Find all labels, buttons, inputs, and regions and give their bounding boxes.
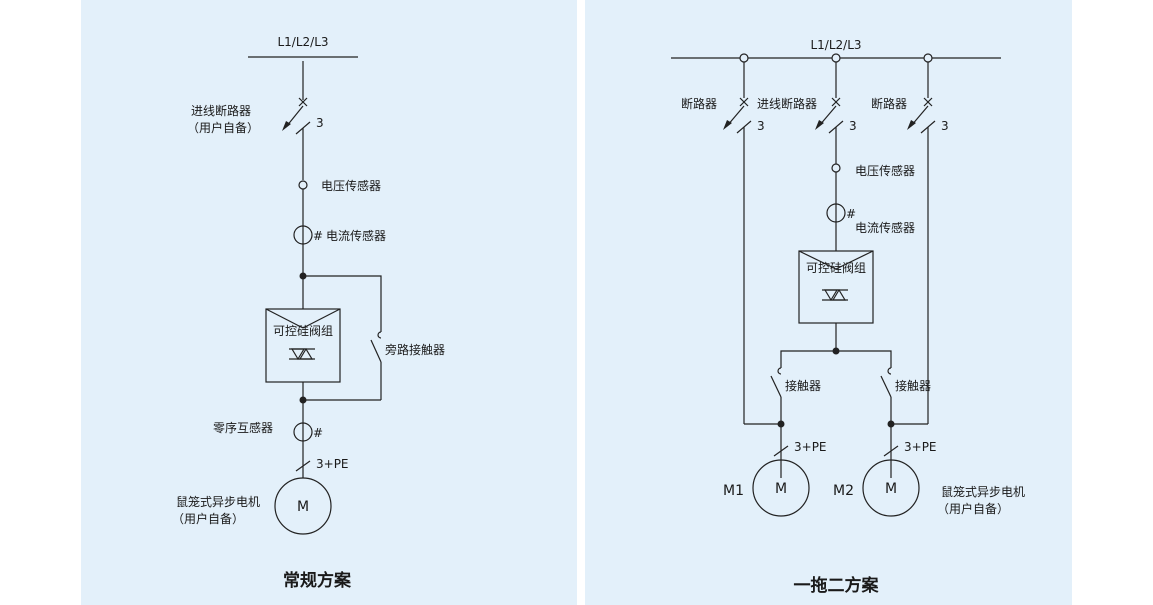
right-motor-m1-letter: M [775,481,787,497]
right-bus-tap-left [739,53,749,63]
left-motor-note: （用户自备） [172,511,244,526]
right-motor-note: （用户自备） [937,501,1009,516]
right-breaker-right-poles: 3 [941,119,949,133]
left-junction-top [299,272,307,280]
left-voltage-sensor-symbol [298,180,308,190]
left-breaker-note: （用户自备） [187,120,259,135]
right-contactor-right-symbol [880,367,892,478]
right-thyristor-symbol [821,289,849,301]
right-breaker-center-poles: 3 [849,119,857,133]
right-diagram: L1/L2/L3 3 断路器 3 进线断路器 [671,38,1025,596]
right-motor-m1-symbol [752,459,810,517]
conventional-scheme-panel [81,0,577,605]
right-motor-label: 鼠笼式异步电机 [941,484,1025,499]
right-bus-tap-right [923,53,933,63]
right-junction-right [887,420,895,428]
left-cable-label: 3+PE [316,457,349,471]
right-breaker-left-label: 断路器 [681,96,717,111]
right-breaker-center-label: 进线断路器 [757,96,817,111]
left-motor-letter: M [297,499,309,515]
left-bus-label: L1/L2/L3 [277,35,328,49]
left-motor-symbol [274,477,332,535]
left-thyristor-symbol [288,348,316,360]
right-motor-m2-letter: M [885,481,897,497]
right-bus-label: L1/L2/L3 [810,38,861,52]
left-current-sensor-hash: # [313,229,323,243]
right-current-sensor-hash: # [846,207,856,221]
left-junction-bottom [299,396,307,404]
right-breaker-right-symbol [907,97,936,424]
left-current-sensor-label: 电流传感器 [326,228,386,243]
left-voltage-sensor-label: 电压传感器 [321,178,381,193]
right-voltage-sensor-symbol [831,163,841,173]
right-contactor-left-label: 接触器 [785,378,821,393]
left-zero-seq-label: 零序互感器 [213,420,273,435]
right-title: 一拖二方案 [794,575,880,596]
right-voltage-sensor-label: 电压传感器 [855,163,915,178]
right-contactor-right-label: 接触器 [895,378,931,393]
left-bypass-wire-top [303,275,382,332]
right-bus-tap-center [831,53,841,63]
right-motor-m2-symbol [862,459,920,517]
left-breaker-poles: 3 [316,116,324,130]
right-breaker-center-symbol [815,97,844,164]
left-bypass-label: 旁路接触器 [385,342,445,357]
left-thyristor-box [265,308,341,383]
left-thyristor-label: 可控硅阀组 [273,324,333,338]
right-contactor-left-symbol [770,367,782,478]
right-cable-left-label: 3+PE [794,440,827,454]
right-junction-left [777,420,785,428]
left-zero-seq-hash: # [313,426,323,440]
right-breaker-left-symbol [723,97,752,424]
right-motor-m2-label: M2 [833,483,854,499]
left-diagram: L1/L2/L3 3 进线断路器 （用户自备） 电压传感器 # 电流传感器 [172,35,445,591]
right-cable-right-label: 3+PE [904,440,937,454]
right-motor-m1-label: M1 [723,483,744,499]
right-breaker-left-poles: 3 [757,119,765,133]
left-bypass-contactor-symbol [370,331,382,400]
right-current-sensor-label: 电流传感器 [855,220,915,235]
right-split-wire [780,350,892,368]
left-motor-label: 鼠笼式异步电机 [176,494,260,509]
right-breaker-right-label: 断路器 [871,96,907,111]
left-breaker-symbol [282,97,311,180]
one-drag-two-scheme-panel [585,0,1072,605]
left-breaker-label: 进线断路器 [191,103,251,118]
left-title: 常规方案 [283,570,352,591]
right-thyristor-label: 可控硅阀组 [806,261,866,275]
